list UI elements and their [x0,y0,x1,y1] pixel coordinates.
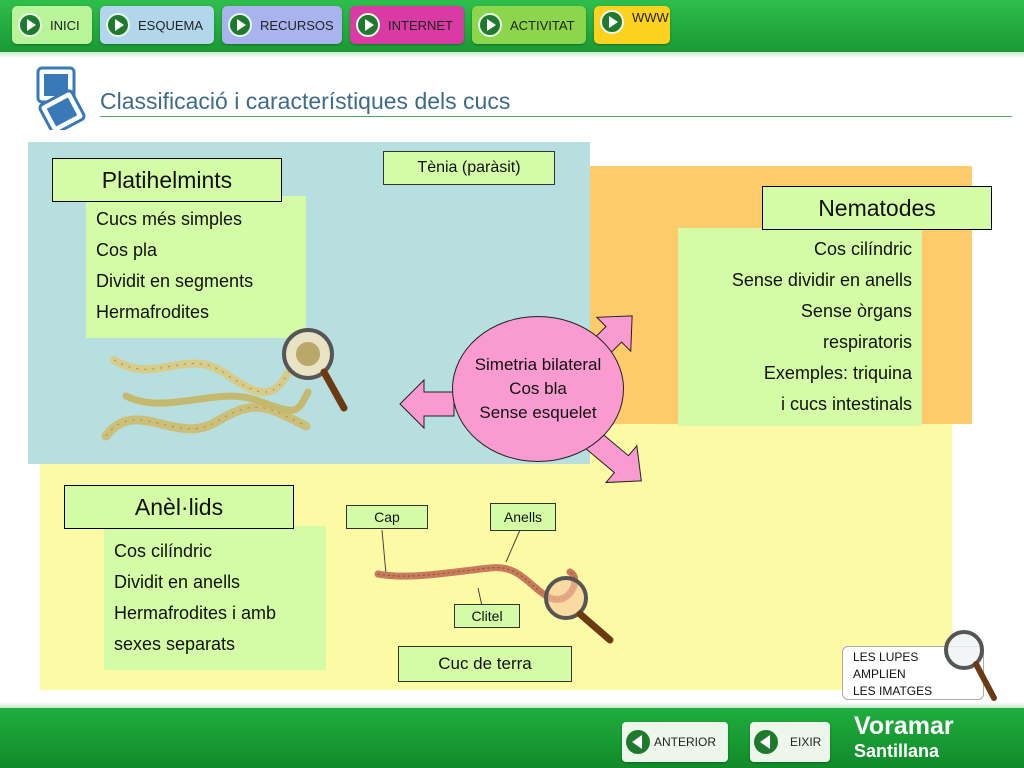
page-title: Classificació i característiques dels cu… [100,88,511,114]
note-line: LES IMATGES [853,684,933,698]
nav-recursos-button[interactable]: RECURSOS [222,6,342,44]
play-icon [106,13,130,37]
cuc-de-terra-label: Cuc de terra [398,646,572,682]
cap-label: Cap [346,505,428,529]
nav-www-label: WWW [632,10,669,25]
brand-bottom: Santillana [854,741,940,761]
eixir-button[interactable]: EIXIR [750,722,830,762]
play-icon [228,13,252,37]
anells-label: Anells [490,503,556,531]
nav-inici-button[interactable]: INICI [12,6,92,44]
nav-activitat-button[interactable]: ACTIVITAT [472,6,586,44]
platihelmints-traits: Cucs més simples Cos pla Dividit en segm… [86,196,306,338]
trait-item: Dividit en segments [96,271,254,291]
nav-inici-label: INICI [50,17,80,33]
center-line: Sense esquelet [479,403,597,422]
platihelmints-heading: Platihelmints [52,158,282,202]
back-icon [626,730,650,754]
back-icon [754,730,778,754]
nav-esquema-label: ESQUEMA [138,17,204,33]
nav-internet-button[interactable]: INTERNET [350,6,464,44]
slides-icon [36,66,86,130]
brand-top: Voramar [854,712,954,740]
anelids-traits: Cos cilíndric Dividit en anells Hermafro… [104,526,326,670]
nav-esquema-button[interactable]: ESQUEMA [100,6,214,44]
nav-recursos-label: RECURSOS [260,17,334,33]
nematodes-traits: Cos cilíndric Sense dividir en anells Se… [678,228,922,426]
trait-item: Cos cilíndric [114,541,213,561]
nav-internet-label: INTERNET [388,17,453,33]
top-nav-shadow [0,52,1024,58]
nav-www-button[interactable]: WWW [594,6,670,44]
common-traits-circle: Simetria bilateral Cos bla Sense esquele… [452,316,624,462]
trait-item: Cos cilíndric [813,239,912,259]
trait-item: Cucs més simples [96,209,243,229]
trait-item: sexes separats [114,634,236,654]
trait-item: i cucs intestinals [780,394,912,414]
nematodes-heading: Nematodes [762,186,992,230]
center-line: Cos bla [509,379,567,398]
trait-item: Hermafrodites [96,302,210,322]
play-icon [18,13,42,37]
magnifier-icon[interactable] [278,326,350,416]
magnifier-icon [944,630,997,701]
trait-item: Cos pla [96,240,158,260]
trait-item: Hermafrodites i amb [114,603,277,623]
bottom-bar [0,708,1024,768]
earthworm-image[interactable] [370,528,620,648]
trait-item: Exemples: triquina [763,363,912,383]
bottom-bar-shadow [0,702,1024,708]
trait-item: respiratoris [822,332,912,352]
clitel-label: Clitel [454,604,520,628]
tenia-label: Tènia (paràsit) [383,151,555,185]
brand-logo: Voramar Santillana [854,712,1014,762]
nav-activitat-label: ACTIVITAT [510,17,575,33]
play-icon [478,13,502,37]
title-divider [100,116,1012,117]
trait-item: Sense òrgans [800,301,912,321]
play-icon [600,10,624,34]
center-line: Simetria bilateral [474,355,602,374]
eixir-label: EIXIR [790,735,822,749]
anelids-heading: Anèl·lids [64,485,294,529]
trait-item: Dividit en anells [114,572,241,592]
tapeworm-image[interactable] [96,326,354,452]
anterior-label: ANTERIOR [654,735,717,749]
trait-item: Sense dividir en anells [731,270,912,290]
note-line: LES LUPES [853,650,919,664]
note-line: AMPLIEN [853,667,906,681]
play-icon [356,13,380,37]
anterior-button[interactable]: ANTERIOR [622,722,728,762]
